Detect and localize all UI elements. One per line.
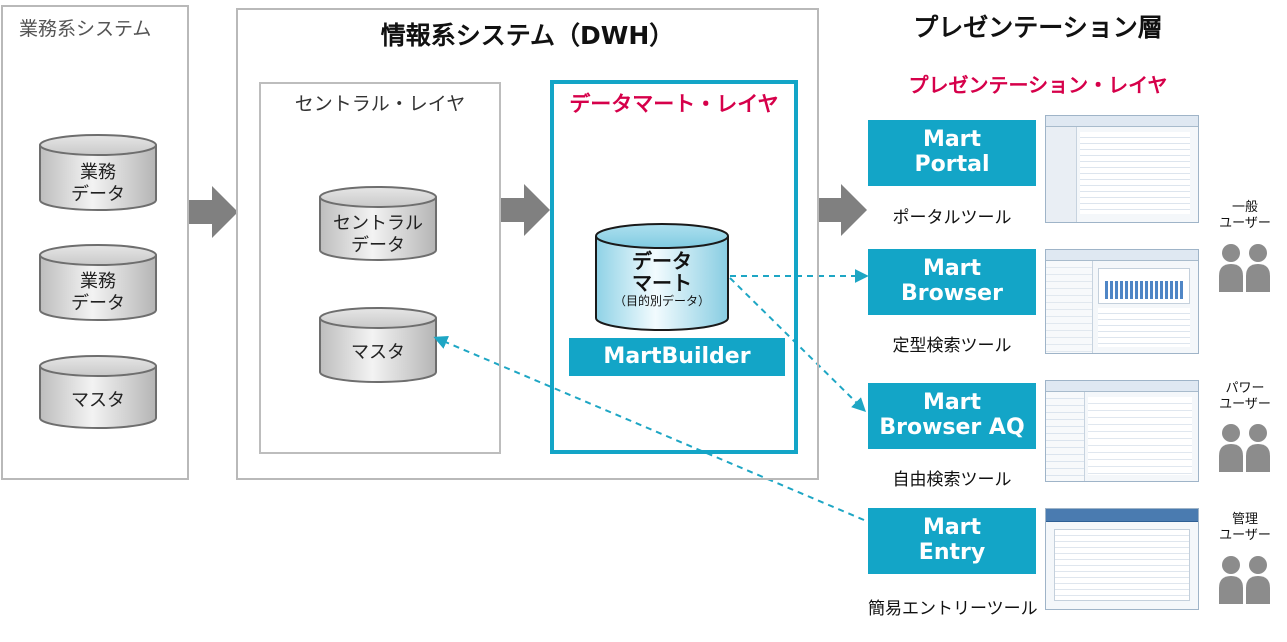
user-label-power: パワー ユーザー bbox=[1210, 381, 1280, 414]
db-label-line: データ bbox=[632, 249, 692, 273]
db-label-line: マスタ bbox=[351, 342, 405, 363]
mart-portal-desc: ポータルツール bbox=[892, 208, 1012, 228]
tool-name-line: Mart bbox=[922, 390, 982, 416]
datamart-db bbox=[595, 223, 729, 331]
user-label-line: ユーザー bbox=[1219, 397, 1271, 413]
db-label-line: マスタ bbox=[71, 390, 125, 411]
user-icon-admin bbox=[1219, 556, 1270, 604]
db-label-subline: （目的別データ） bbox=[613, 294, 710, 308]
operational-db-2-label: 業務 データ bbox=[40, 271, 156, 314]
db-label-line: 業務 bbox=[80, 271, 116, 292]
connector-to-browser-aq bbox=[729, 277, 866, 412]
central-db-1 bbox=[319, 186, 437, 261]
user-label-general: 一般 ユーザー bbox=[1210, 200, 1280, 233]
presentation-layer-title: プレゼンテーション・レイヤ bbox=[908, 73, 1168, 97]
tool-name-line: Mart bbox=[922, 127, 982, 153]
mart-portal-screenshot bbox=[1045, 115, 1199, 223]
central-db-1-label: セントラル データ bbox=[320, 213, 436, 256]
tool-name-line: Entry bbox=[918, 540, 986, 565]
mart-entry-button[interactable]: Mart Entry bbox=[868, 508, 1036, 574]
mart-browser-button[interactable]: Mart Browser bbox=[868, 249, 1036, 315]
operational-title: 業務系システム bbox=[19, 18, 152, 40]
tool-name-line: Browser bbox=[901, 281, 1003, 306]
datamart-db-label: データ マート （目的別データ） bbox=[596, 250, 728, 310]
mart-portal-button[interactable]: Mart Portal bbox=[868, 120, 1036, 186]
operational-db-3 bbox=[39, 355, 157, 429]
operational-db-2 bbox=[39, 244, 157, 321]
user-label-admin: 管理 ユーザー bbox=[1210, 512, 1280, 545]
mart-browser-aq-desc: 自由検索ツール bbox=[892, 470, 1012, 490]
db-label-line: データ bbox=[351, 234, 405, 256]
mart-browser-aq-screenshot bbox=[1045, 380, 1199, 482]
operational-system-panel: 業務系システム bbox=[1, 5, 189, 480]
tool-name-line: Portal bbox=[914, 152, 990, 177]
central-layer-title: セントラル・レイヤ bbox=[294, 93, 466, 115]
mart-browser-desc: 定型検索ツール bbox=[892, 336, 1012, 356]
operational-db-1-label: 業務 データ bbox=[40, 162, 156, 205]
db-label-line: マート bbox=[632, 271, 692, 295]
flow-arrow-2 bbox=[501, 184, 550, 236]
operational-db-3-label: マスタ bbox=[40, 390, 156, 412]
flow-arrow-3 bbox=[818, 184, 867, 236]
dwh-panel: 情報系システム（DWH） bbox=[236, 8, 819, 480]
tool-name-line: Mart bbox=[922, 256, 982, 282]
datamart-layer-title: データマート・レイヤ bbox=[569, 92, 779, 116]
user-label-line: 管理 bbox=[1231, 512, 1258, 527]
user-label-line: ユーザー bbox=[1219, 528, 1271, 544]
martbuilder-label: MartBuilder bbox=[569, 338, 785, 376]
user-label-line: ユーザー bbox=[1219, 216, 1271, 232]
db-label-line: データ bbox=[71, 183, 125, 205]
db-label-line: セントラル bbox=[333, 213, 423, 234]
mart-entry-screenshot bbox=[1045, 508, 1199, 610]
central-db-2-label: マスタ bbox=[320, 342, 436, 364]
flow-arrow-1 bbox=[189, 186, 238, 238]
datamart-layer-panel: データマート・レイヤ bbox=[550, 80, 798, 454]
mart-entry-desc: 簡易エントリーツール bbox=[868, 599, 1038, 619]
central-layer-panel: セントラル・レイヤ bbox=[259, 82, 501, 454]
mart-browser-aq-button[interactable]: Mart Browser AQ bbox=[868, 383, 1036, 449]
user-label-line: パワー bbox=[1225, 381, 1265, 396]
user-label-line: 一般 bbox=[1231, 200, 1258, 215]
db-label-line: データ bbox=[71, 292, 125, 314]
operational-db-1 bbox=[39, 134, 157, 211]
central-db-2 bbox=[319, 307, 437, 383]
dwh-title: 情報系システム（DWH） bbox=[380, 21, 675, 50]
tool-name-line: Mart bbox=[922, 515, 982, 541]
db-label-line: 業務 bbox=[80, 162, 116, 183]
connector-entry-to-master bbox=[433, 335, 865, 521]
mart-browser-screenshot bbox=[1045, 249, 1199, 354]
presentation-title: プレゼンテーション層 bbox=[913, 13, 1163, 42]
user-icon-general bbox=[1219, 244, 1270, 292]
tool-name-line: Browser AQ bbox=[879, 415, 1025, 440]
user-icon-power bbox=[1219, 424, 1270, 472]
